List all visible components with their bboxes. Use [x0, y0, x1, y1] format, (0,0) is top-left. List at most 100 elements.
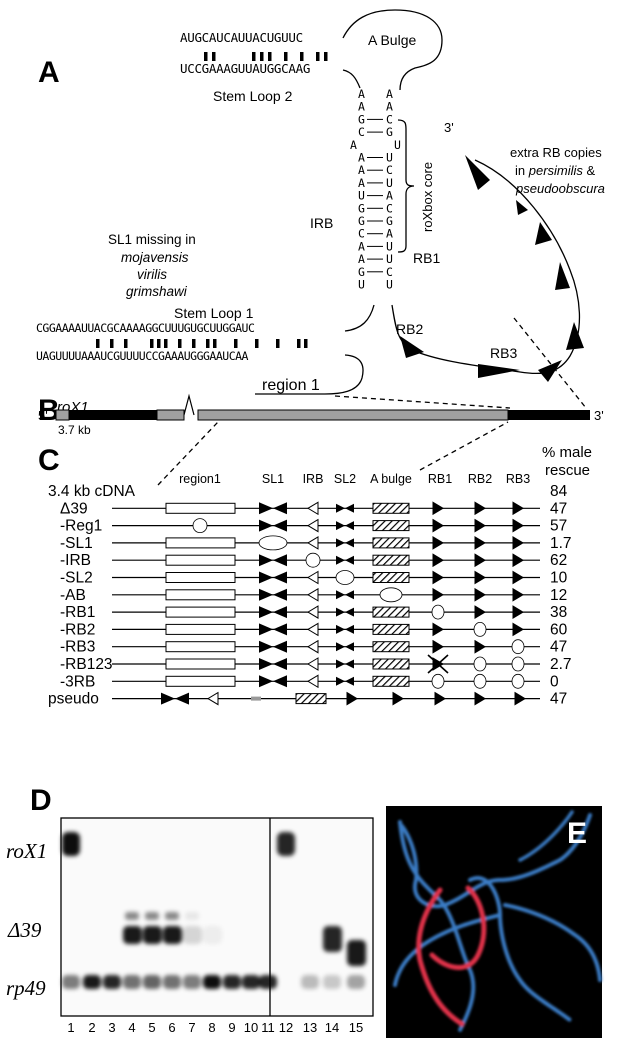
fish-image: E	[386, 806, 602, 1038]
region1-box	[165, 658, 236, 670]
construct-rescue-value: 47	[550, 639, 567, 656]
stem-base-right: U	[386, 151, 393, 165]
band-label-rox1: roX1	[6, 839, 47, 863]
stem-base-right: U	[394, 138, 401, 152]
stem-base-left: G	[358, 112, 365, 126]
deletion-gap	[473, 673, 487, 689]
a-bulge-box	[372, 502, 410, 514]
stem-base-right: A	[386, 189, 393, 203]
rb-triangle	[434, 691, 446, 706]
rb-triangle	[512, 553, 524, 568]
sl-bowtie-left	[336, 555, 345, 565]
northern-blot	[60, 817, 374, 1017]
stem-base-left: A	[350, 138, 357, 152]
stem-base-right: A	[386, 227, 393, 241]
rb-triangle	[474, 691, 486, 706]
stem-base-left: A	[358, 100, 365, 114]
region1-box	[165, 502, 236, 514]
sl1-missing-note-species3: grimshawi	[126, 284, 188, 299]
stem-base-left: G	[358, 265, 365, 279]
rescue-header-line2: rescue	[545, 462, 590, 479]
stem-base-left: A	[358, 252, 365, 266]
column-header-rb1: RB1	[428, 472, 452, 486]
rb-triangle	[346, 691, 358, 706]
lane-number: 11	[261, 1020, 275, 1035]
region1-box	[165, 675, 236, 687]
sl2-bottom-sequence: UCCGAAAGUUAUGGCAAG	[180, 61, 310, 76]
construct-row: -SL1 1.7	[60, 535, 572, 552]
sl1-missing-note-species2: virilis	[137, 267, 167, 282]
a-bulge-box	[295, 693, 327, 705]
sl-bowtie-left	[336, 538, 345, 548]
sl-bowtie-right	[345, 590, 354, 600]
rb-triangle	[474, 587, 486, 602]
sl2-top-sequence: AUGCAUCAUUACUGUUC	[180, 30, 303, 45]
a-bulge-box	[372, 520, 410, 532]
rb-triangle	[307, 674, 319, 689]
lane-number: 2	[88, 1020, 95, 1035]
sl-bowtie-right	[273, 571, 287, 584]
lane-number: 13	[303, 1020, 317, 1035]
deletion-gap	[511, 656, 525, 672]
construct-name: -RB123	[60, 656, 113, 673]
rb-triangle	[307, 605, 319, 619]
stem-base-left: A	[358, 163, 365, 177]
sl-bowtie-right	[273, 502, 287, 515]
sl-bowtie-right	[273, 588, 287, 601]
stem-base-right: U	[386, 239, 393, 253]
column-header-rb2: RB2	[468, 472, 492, 486]
lane-number: 12	[279, 1020, 293, 1035]
construct-name: -RB1	[60, 604, 95, 621]
panel-c-letter: C	[38, 444, 60, 477]
band-label-delta39: Δ39	[7, 918, 42, 942]
construct-rescue-value: 47	[550, 500, 567, 517]
stem-base-right: G	[386, 214, 393, 228]
rb-triangle	[307, 639, 319, 654]
deletion-gap	[511, 673, 525, 689]
sl-bowtie-left	[336, 659, 345, 669]
sl-bowtie-right	[273, 675, 287, 688]
sl-bowtie-right	[345, 555, 354, 565]
sl-bowtie-right	[345, 659, 354, 669]
rb1-label: RB1	[413, 250, 440, 266]
sl-bowtie-right	[345, 521, 354, 531]
sl-bowtie-left	[336, 521, 345, 531]
rb-triangle	[512, 536, 524, 550]
roxbox-core-label: roXbox core	[420, 162, 435, 232]
lane-number: 3	[108, 1020, 115, 1035]
stem-base-left: C	[358, 227, 365, 241]
column-header-sl1: SL1	[262, 472, 284, 486]
stem-base-left: U	[358, 189, 365, 203]
rb-triangle	[474, 605, 486, 619]
lane-number: 6	[168, 1020, 175, 1035]
column-header-region1: region1	[179, 472, 221, 486]
band-label-rp49: rp49	[6, 976, 46, 1000]
construct-name: pseudo	[48, 691, 99, 708]
sl-bowtie-right	[273, 640, 287, 653]
panel-a-letter: A	[38, 56, 60, 89]
rb-triangle	[307, 536, 319, 550]
rb-triangle	[474, 518, 486, 533]
rb-triangle	[432, 518, 444, 533]
size-label: 3.7 kb	[58, 423, 91, 437]
deletion-gap	[335, 570, 355, 585]
lane-number: 10	[244, 1020, 258, 1035]
rb-triangle	[307, 622, 319, 637]
sl2-base-pairs	[204, 52, 328, 61]
sl-bowtie-right	[345, 642, 354, 652]
lane-number: 1	[67, 1020, 74, 1035]
construct-rescue-value: 1.7	[550, 535, 572, 552]
construct-name: -SL1	[60, 535, 93, 552]
a-bulge-box	[372, 623, 410, 635]
stem-base-left: A	[358, 151, 365, 165]
a-bulge-box	[372, 641, 410, 653]
deletion-gap	[258, 535, 288, 551]
rb-triangle	[307, 657, 319, 671]
